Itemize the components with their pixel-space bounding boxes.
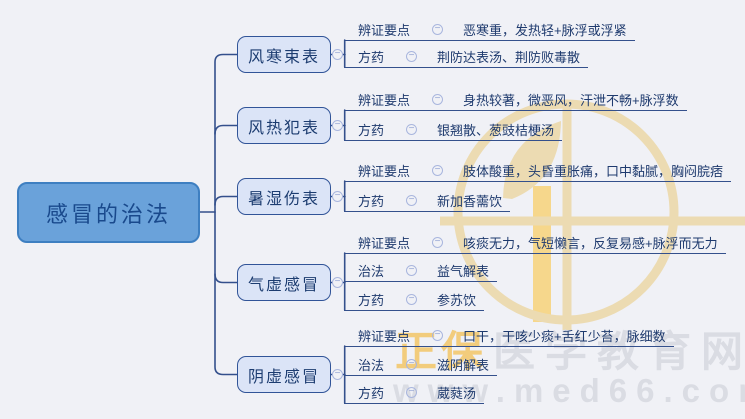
collapse-icon[interactable]: − xyxy=(432,236,444,248)
collapse-icon[interactable]: − xyxy=(432,93,444,105)
collapse-icon[interactable]: − xyxy=(406,264,418,276)
topic-row[interactable]: 方药 − 荆防达表汤、荆防败毒散 xyxy=(344,45,589,68)
watermark-url: www.med66.com xyxy=(393,372,745,409)
row-label: 方药 xyxy=(358,385,385,401)
row-label: 方药 xyxy=(358,292,385,308)
row-value: 益气解表 xyxy=(437,263,490,279)
row-value: 银翘散、葱豉桔梗汤 xyxy=(437,122,555,138)
topic-row[interactable]: 辨证要点 − 口干，干咳少痰+舌红少苔，脉细数 xyxy=(344,324,674,347)
row-label: 辨证要点 xyxy=(358,235,411,251)
row-label: 方药 xyxy=(358,122,385,138)
row-value: 滋阴解表 xyxy=(437,357,490,373)
row-label: 辨证要点 xyxy=(358,92,411,108)
topic-row[interactable]: 方药 − 银翘散、葱豉桔梗汤 xyxy=(344,118,563,141)
row-label: 辨证要点 xyxy=(358,22,411,38)
topic-row[interactable]: 方药 − 葳蕤汤 xyxy=(344,381,485,404)
topic-row[interactable]: 辨证要点 − 身热较著，微恶风，汗泄不畅+脉浮数 xyxy=(344,88,687,111)
collapse-icon[interactable]: − xyxy=(406,194,418,206)
watermark-brand: 正保 医学教育网 xyxy=(395,318,745,379)
row-value: 恶寒重，发热轻+脉浮或浮紧 xyxy=(463,22,627,38)
topic-row[interactable]: 治法 − 滋阴解表 xyxy=(344,353,498,376)
row-value: 葳蕤汤 xyxy=(437,385,477,401)
topic-row[interactable]: 方药 − 新加香薷饮 xyxy=(344,189,511,212)
collapse-icon[interactable]: − xyxy=(332,277,343,288)
row-value: 肢体酸重，头昏重胀痛，口中黏腻，胸闷脘痞 xyxy=(463,163,724,179)
branch-topic-summer-damp[interactable]: 暑湿伤表 xyxy=(237,178,331,215)
branch-topic-qi-deficiency[interactable]: 气虚感冒 xyxy=(237,264,331,301)
row-value: 荆防达表汤、荆防败毒散 xyxy=(437,49,581,65)
row-label: 治法 xyxy=(358,357,385,373)
collapse-icon[interactable]: − xyxy=(406,358,418,370)
collapse-icon[interactable]: − xyxy=(406,293,418,305)
watermark-brand-gray: 医学教育网 xyxy=(493,328,745,375)
collapse-icon[interactable]: − xyxy=(332,191,343,202)
collapse-icon[interactable]: − xyxy=(332,369,343,380)
collapse-icon[interactable]: − xyxy=(406,386,418,398)
collapse-icon[interactable]: − xyxy=(432,23,444,35)
topic-row[interactable]: 辨证要点 − 肢体酸重，头昏重胀痛，口中黏腻，胸闷脘痞 xyxy=(344,159,732,182)
row-label: 方药 xyxy=(358,193,385,209)
collapse-icon[interactable]: − xyxy=(406,123,418,135)
row-value: 参苏饮 xyxy=(437,292,477,308)
row-label: 辨证要点 xyxy=(358,328,411,344)
collapse-icon[interactable]: − xyxy=(406,50,418,62)
logo-gold-bar xyxy=(533,186,551,322)
topic-row[interactable]: 辨证要点 − 咳痰无力，气短懒言，反复易感+脉浮而无力 xyxy=(344,231,726,254)
root-topic[interactable]: 感冒的治法 xyxy=(17,182,200,243)
branch-topic-wind-heat[interactable]: 风热犯表 xyxy=(237,107,331,144)
row-label: 治法 xyxy=(358,263,385,279)
topic-row[interactable]: 辨证要点 − 恶寒重，发热轻+脉浮或浮紧 xyxy=(344,18,635,41)
collapse-icon[interactable]: − xyxy=(332,49,343,60)
branch-topic-wind-cold[interactable]: 风寒束表 xyxy=(237,36,331,73)
row-label: 方药 xyxy=(358,49,385,65)
collapse-icon[interactable]: − xyxy=(432,329,444,341)
row-value: 身热较著，微恶风，汗泄不畅+脉浮数 xyxy=(463,92,679,108)
collapse-icon[interactable]: − xyxy=(432,164,444,176)
topic-row[interactable]: 方药 − 参苏饮 xyxy=(344,288,485,311)
row-value: 咳痰无力，气短懒言，反复易感+脉浮而无力 xyxy=(463,235,718,251)
branch-topic-yin-deficiency[interactable]: 阴虚感冒 xyxy=(237,356,331,393)
topic-row[interactable]: 治法 − 益气解表 xyxy=(344,259,498,282)
collapse-icon[interactable]: − xyxy=(332,120,343,131)
row-value: 口干，干咳少痰+舌红少苔，脉细数 xyxy=(463,328,666,344)
row-value: 新加香薷饮 xyxy=(437,193,503,209)
row-label: 辨证要点 xyxy=(358,163,411,179)
